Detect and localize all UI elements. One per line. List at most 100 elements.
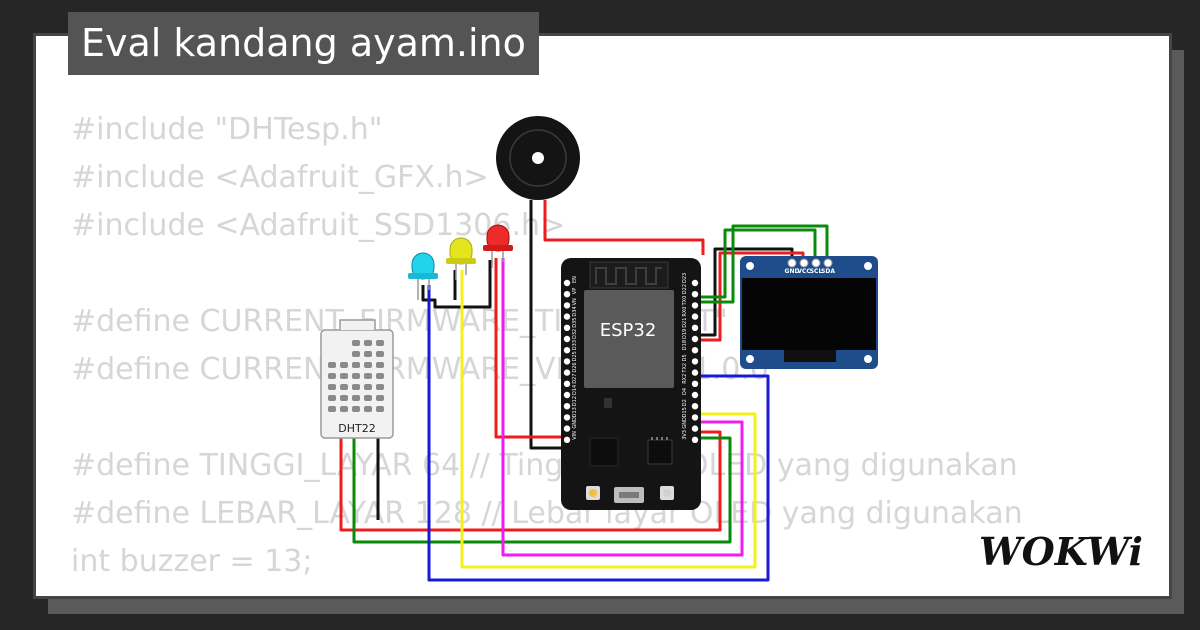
esp-pin-left[interactable] (563, 291, 571, 298)
esp-pin-right[interactable] (691, 369, 699, 376)
esp-pin-label: D35 (572, 318, 578, 328)
esp-pin-left[interactable] (563, 302, 571, 309)
esp-pin-label: D34 (572, 306, 578, 316)
oled-pin[interactable] (787, 258, 797, 268)
esp-pin-right[interactable] (691, 313, 699, 320)
code-line: #include "DHTesp.h" (71, 112, 383, 147)
dht-vent (352, 340, 360, 346)
led-yellow[interactable] (446, 237, 476, 280)
wire-buzzer-red (543, 200, 705, 255)
wokwi-logo: WOKWi (979, 529, 1143, 574)
dht-vent (328, 362, 336, 368)
wire-led-red (494, 258, 566, 439)
oled-pin[interactable] (823, 258, 833, 268)
esp-pin-right[interactable] (691, 403, 699, 410)
esp-pin-left[interactable] (563, 279, 571, 287)
esp-pin-label: D25 (572, 351, 578, 361)
wire-magenta (501, 258, 744, 557)
esp-pin-left[interactable] (563, 425, 571, 432)
esp-pin-label: TX0 (682, 296, 688, 307)
buzzer[interactable] (496, 116, 580, 200)
esp-pin-left[interactable] (563, 414, 571, 421)
esp-pin-label: D5 (682, 354, 688, 361)
esp-pin-left[interactable] (563, 380, 571, 387)
led-cyan[interactable] (408, 252, 438, 300)
dht-vent (352, 373, 360, 379)
esp-pin-left[interactable] (563, 436, 571, 443)
svg-text:WOKWi: WOKWi (979, 529, 1143, 574)
oled-pin[interactable] (811, 258, 821, 268)
dht-vent (376, 395, 384, 401)
esp-pin-left[interactable] (563, 403, 571, 410)
dht-vent (352, 351, 360, 357)
dht-vent (364, 395, 372, 401)
esp-pin-label: D15 (682, 407, 688, 417)
dht-vent (376, 340, 384, 346)
esp-pin-label: D13 (572, 407, 578, 417)
dht-vent (364, 384, 372, 390)
esp-pin-right[interactable] (691, 335, 699, 343)
led-red[interactable] (483, 224, 513, 268)
esp-pin-left[interactable] (563, 391, 571, 399)
wire-buzzer-black (529, 200, 566, 450)
esp-pin-left[interactable] (563, 313, 571, 320)
dht-vent (352, 384, 360, 390)
code-line: #include <Adafruit_GFX.h> (71, 160, 489, 195)
wire-dht-green (352, 436, 732, 544)
esp-pin-right[interactable] (691, 358, 699, 365)
esp-pin-left[interactable] (563, 324, 571, 331)
esp-pin-label: D21 (682, 318, 688, 328)
esp-pin-label: VN (572, 298, 578, 305)
esp-pin-label: D23 (682, 273, 688, 283)
esp-pin-right[interactable] (691, 380, 699, 387)
esp-pin-right[interactable] (691, 414, 699, 421)
dht22-sensor[interactable]: DHT22 (320, 319, 394, 439)
code-line: #define CURRENT_FIRMWARE_TITLE "TEST" (71, 304, 728, 339)
esp-pin-label: RX0 (682, 307, 688, 317)
esp-pin-right[interactable] (691, 324, 699, 331)
dht-vent (376, 384, 384, 390)
dht-vent (328, 373, 336, 379)
esp-pin-label: D33 (572, 340, 578, 350)
esp-pin-label: D19 (682, 329, 688, 339)
dht-vent (376, 373, 384, 379)
dht-vent (364, 362, 372, 368)
esp-pin-left[interactable] (563, 358, 571, 365)
esp-pin-right[interactable] (691, 391, 699, 399)
esp-pin-label: D32 (572, 329, 578, 339)
esp-pin-right[interactable] (691, 425, 699, 432)
esp-pin-right[interactable] (691, 302, 699, 309)
dht-vent (364, 406, 372, 412)
esp-pin-right[interactable] (691, 347, 699, 354)
esp-pin-right[interactable] (691, 436, 699, 443)
dht-vent (340, 395, 348, 401)
esp-pin-label: D18 (682, 340, 688, 350)
esp-pin-label: VP (572, 288, 578, 294)
esp-pin-right[interactable] (691, 291, 699, 298)
esp-pin-left[interactable] (563, 347, 571, 354)
dht-vent (340, 362, 348, 368)
esp-pin-label: RX2 (682, 374, 688, 384)
dht-vent (352, 406, 360, 412)
project-title: Eval kandang ayam.ino (68, 12, 539, 75)
esp-pin-left[interactable] (563, 335, 571, 343)
esp-pin-left[interactable] (563, 369, 571, 376)
oled-pin-label: SDA (821, 268, 835, 275)
oled-pin[interactable] (799, 258, 809, 268)
wire-oled-sda (700, 224, 829, 304)
esp32-board[interactable]: ESP32 ENVPVND34D35D32D33D25D26D27D14D12D… (561, 258, 701, 510)
dht-vent (364, 373, 372, 379)
esp-pin-label: D26 (572, 362, 578, 372)
dht-vent (352, 395, 360, 401)
esp-pin-label: D4 (682, 388, 688, 395)
wire-blue (427, 285, 770, 582)
dht-vent (364, 340, 372, 346)
esp-pin-right[interactable] (691, 279, 699, 287)
esp-pin-label: D12 (572, 396, 578, 406)
oled-pin-label: VCC (797, 268, 811, 275)
esp32-label: ESP32 (600, 320, 657, 341)
oled-pin-label: SCL (810, 268, 823, 275)
wire-yellow (460, 270, 757, 569)
